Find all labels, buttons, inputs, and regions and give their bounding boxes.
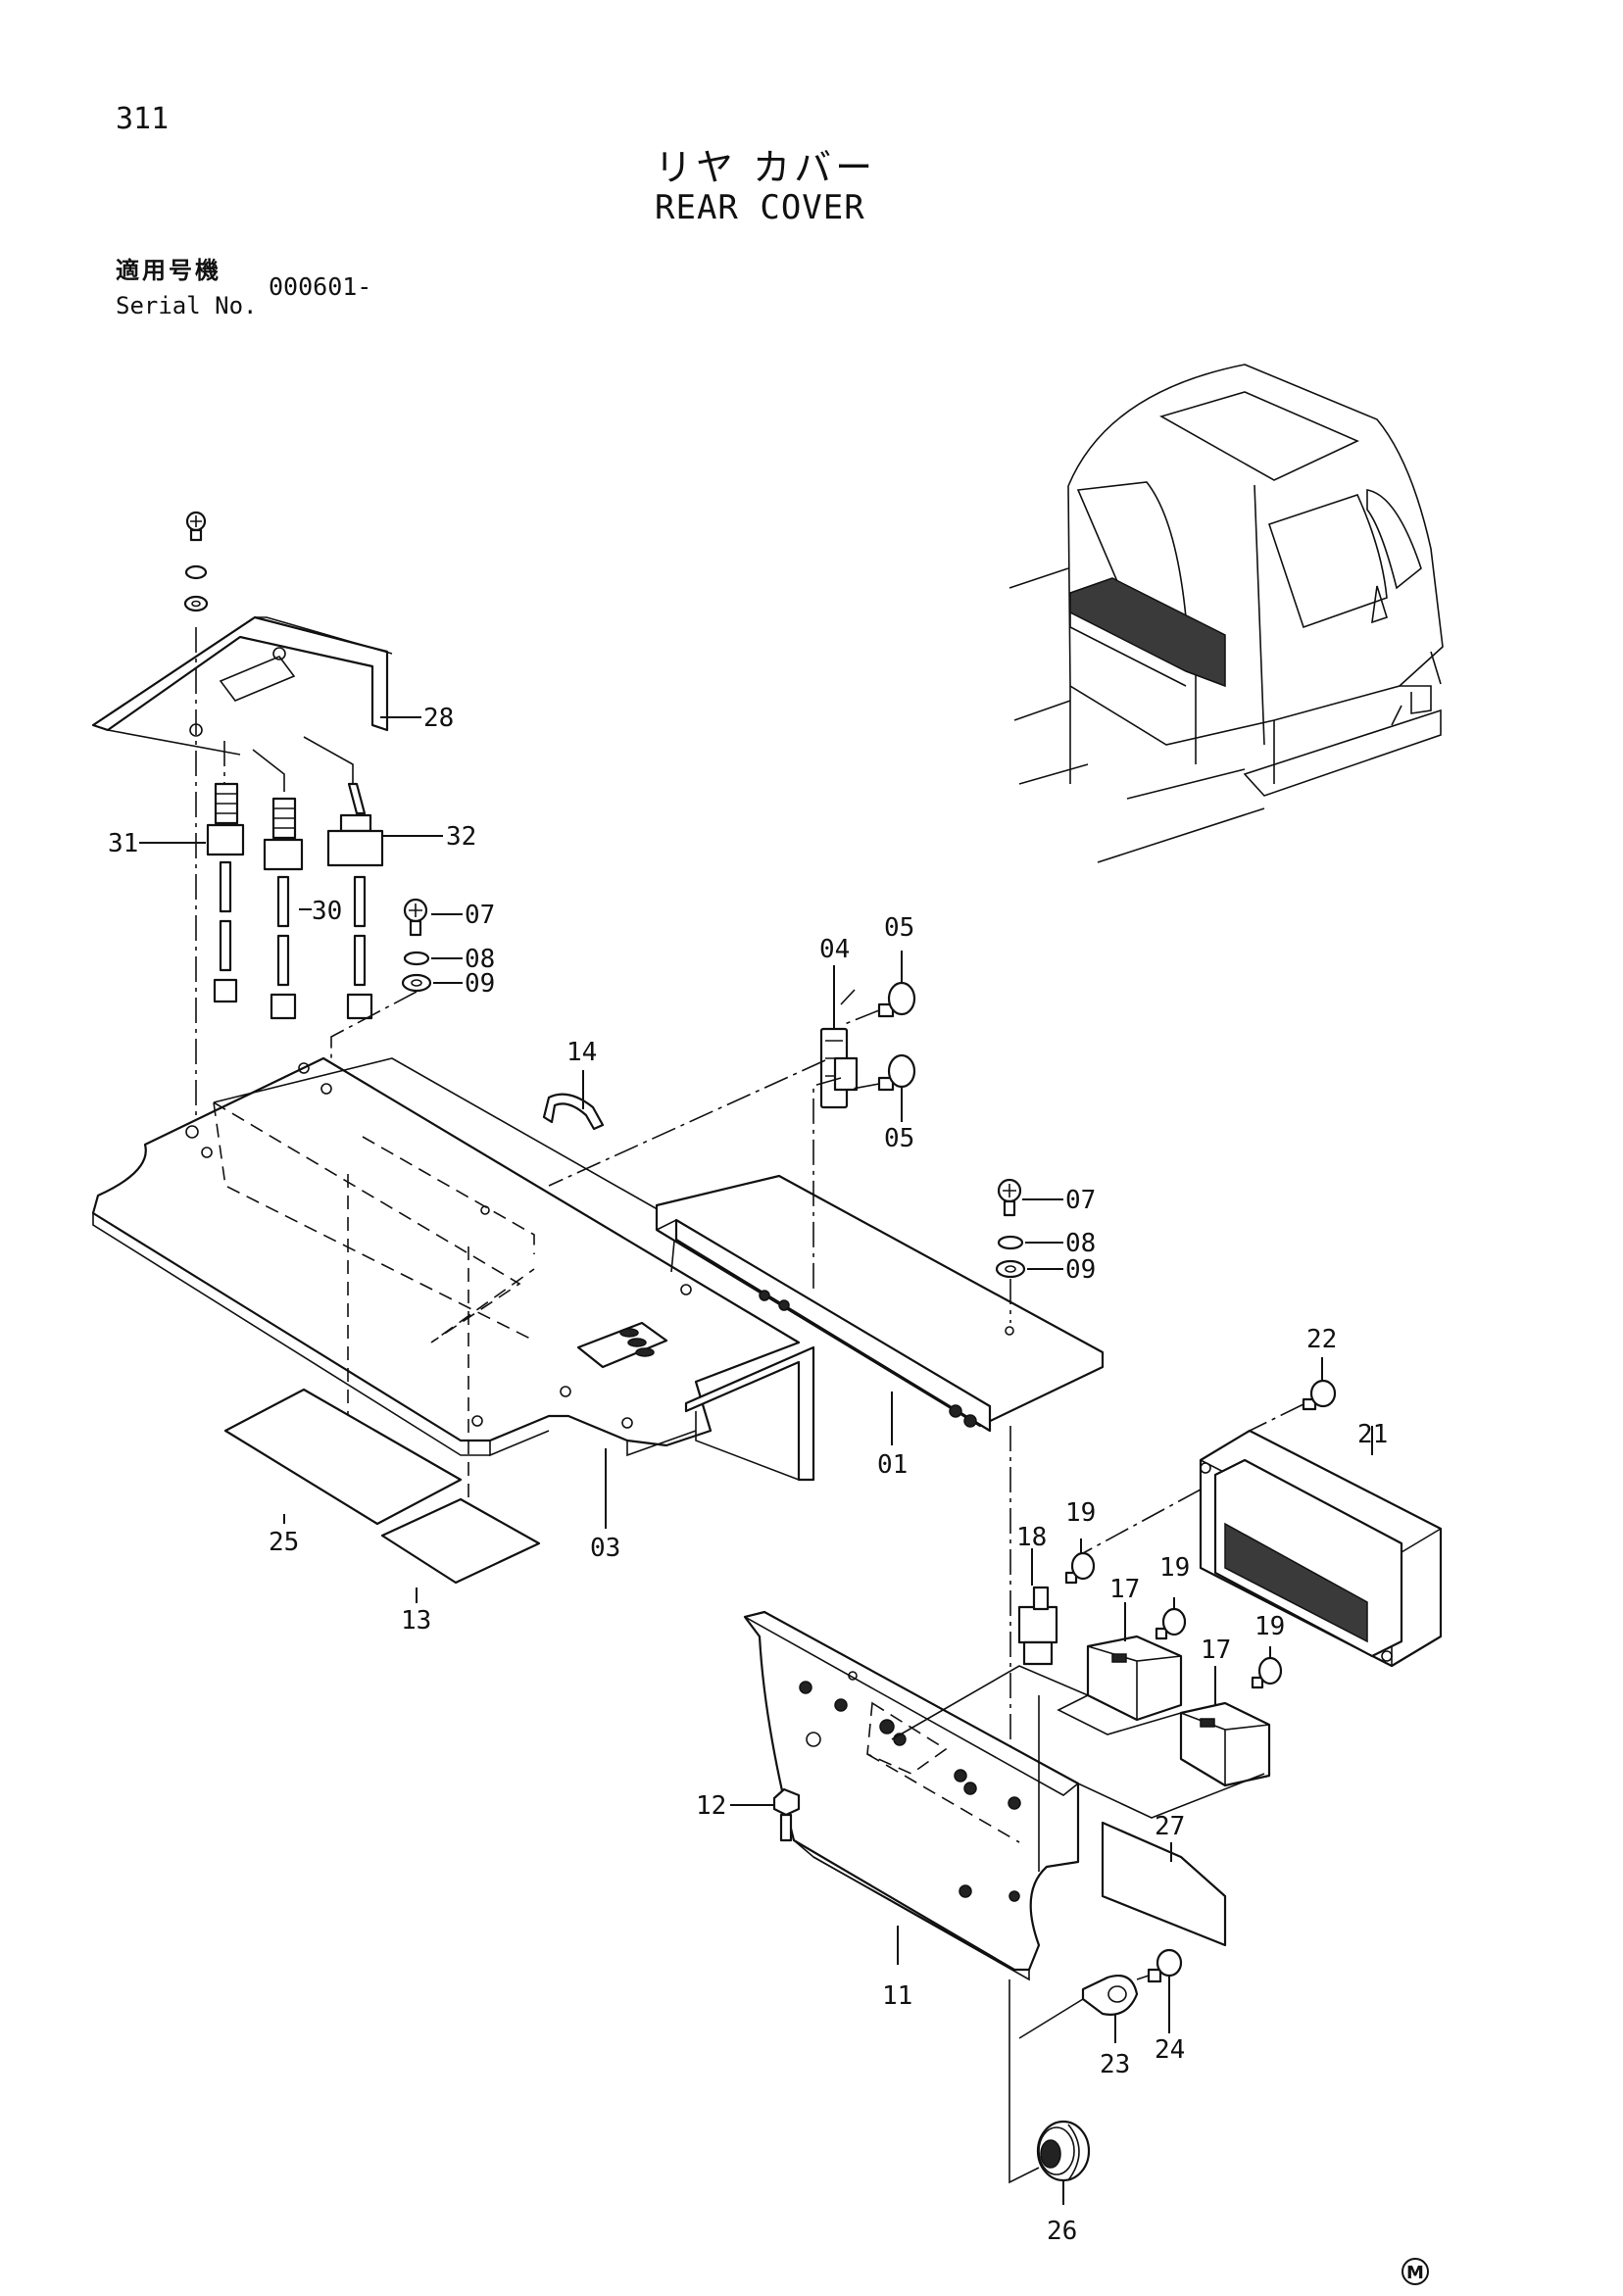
callout-19-a: 19 <box>1065 1498 1096 1528</box>
maker-mark: M <box>1402 2258 1429 2285</box>
part-21-rear-lamp <box>1199 1429 1443 1668</box>
center-line-21 <box>1082 1489 1202 1554</box>
center-line-26 <box>1008 1979 1040 2184</box>
center-line-22 <box>1249 1403 1304 1432</box>
callout-04: 04 <box>819 935 850 964</box>
switch-wiring-lines <box>891 1665 1089 1872</box>
callout-17-b: 17 <box>1201 1636 1231 1665</box>
part-13-decal <box>380 1497 541 1585</box>
callout-labels: 28 31 30 32 07 08 09 14 04 05 05 07 08 0… <box>108 704 1388 2246</box>
callout-03: 03 <box>590 1534 620 1563</box>
callout-13: 13 <box>401 1606 431 1636</box>
callout-07-left: 07 <box>465 901 495 930</box>
part-07-08-09-fasteners-right <box>995 1178 1026 1279</box>
center-line-05 <box>844 1009 880 1091</box>
callout-26: 26 <box>1047 2217 1077 2246</box>
part-04-latch-bracket <box>819 989 859 1109</box>
leader-lines <box>139 716 1373 2205</box>
callout-01: 01 <box>877 1450 908 1480</box>
callout-27: 27 <box>1155 1812 1185 1841</box>
serial-label: Serial No. <box>116 292 258 319</box>
callout-28: 28 <box>423 704 454 733</box>
center-line-04 <box>812 1077 842 1289</box>
callout-07-right: 07 <box>1065 1186 1096 1215</box>
callout-24: 24 <box>1155 2035 1185 2065</box>
callout-12: 12 <box>696 1791 726 1821</box>
part-31-push-switch <box>206 782 245 1003</box>
page-title-japanese: リヤ カバー <box>655 146 877 189</box>
part-19-screw-c <box>1251 1656 1283 1689</box>
part-05-knob-lower <box>877 1053 916 1092</box>
part-17-limit-switch-a <box>1086 1635 1183 1722</box>
serial-number-range: 000601- <box>269 272 372 301</box>
part-14-handle <box>542 1093 605 1131</box>
part-19-screw-b <box>1155 1607 1187 1640</box>
callout-11: 11 <box>882 1981 912 2011</box>
callout-09-left: 09 <box>465 969 495 999</box>
center-line-07-left <box>330 991 418 1058</box>
part-32-toggle-switch <box>326 782 384 1020</box>
part-17-limit-switch-b <box>1179 1701 1271 1787</box>
switch-wiring-lines-b <box>1077 1773 1265 1819</box>
callout-19-c: 19 <box>1254 1612 1285 1641</box>
screw-washer-stack-top <box>183 511 209 612</box>
part-22-screw <box>1302 1379 1337 1411</box>
callout-21: 21 <box>1357 1420 1388 1449</box>
callout-17-a: 17 <box>1109 1575 1140 1604</box>
callout-05-lower: 05 <box>884 1124 914 1153</box>
center-line-23 <box>1018 1998 1084 2039</box>
callout-19-b: 19 <box>1159 1553 1190 1583</box>
part-05-knob-upper <box>877 981 916 1018</box>
part-25-decal <box>223 1388 463 1526</box>
part-27-decal <box>1101 1821 1227 1947</box>
callout-18: 18 <box>1016 1523 1047 1552</box>
callout-14: 14 <box>566 1038 597 1067</box>
callout-08-left: 08 <box>465 945 495 974</box>
callout-30: 30 <box>312 897 342 926</box>
part-18-connector <box>1017 1586 1058 1666</box>
part-30-push-switch <box>263 797 304 1020</box>
maker-mark-letter: M <box>1406 2263 1424 2283</box>
part-03-cover-plate <box>91 1056 815 1482</box>
part-23-clamp <box>1081 1974 1139 2016</box>
callout-09-right: 09 <box>1065 1255 1096 1285</box>
page-title: REAR COVER <box>655 188 865 227</box>
part-12-bolt <box>772 1787 801 1842</box>
part-24-screw <box>1147 1948 1183 1983</box>
callout-25: 25 <box>269 1528 299 1557</box>
callout-22: 22 <box>1306 1325 1337 1354</box>
callout-05-upper: 05 <box>884 913 914 943</box>
part-26-grommet <box>1036 2120 1091 2182</box>
serial-label-japanese: 適用号機 <box>116 257 221 284</box>
switch-leader-lines <box>252 736 354 792</box>
machine-overview-illustration <box>1008 364 1444 863</box>
callout-23: 23 <box>1100 2050 1130 2079</box>
part-01-mount-plate <box>655 1174 1105 1433</box>
callout-31: 31 <box>108 829 138 858</box>
part-07-08-09-fasteners-left <box>401 898 432 993</box>
callout-32: 32 <box>446 822 476 852</box>
part-19-screw-a <box>1064 1551 1096 1585</box>
part-28-switch-bracket <box>91 615 393 756</box>
center-line-04-to-03 <box>548 1059 826 1187</box>
center-line-24 <box>1136 1975 1150 1980</box>
page-number: 311 <box>116 102 170 136</box>
callout-08-right: 08 <box>1065 1229 1096 1258</box>
switch-wiring-lines-c <box>1057 1694 1182 1735</box>
part-11-side-plate <box>743 1610 1080 1981</box>
